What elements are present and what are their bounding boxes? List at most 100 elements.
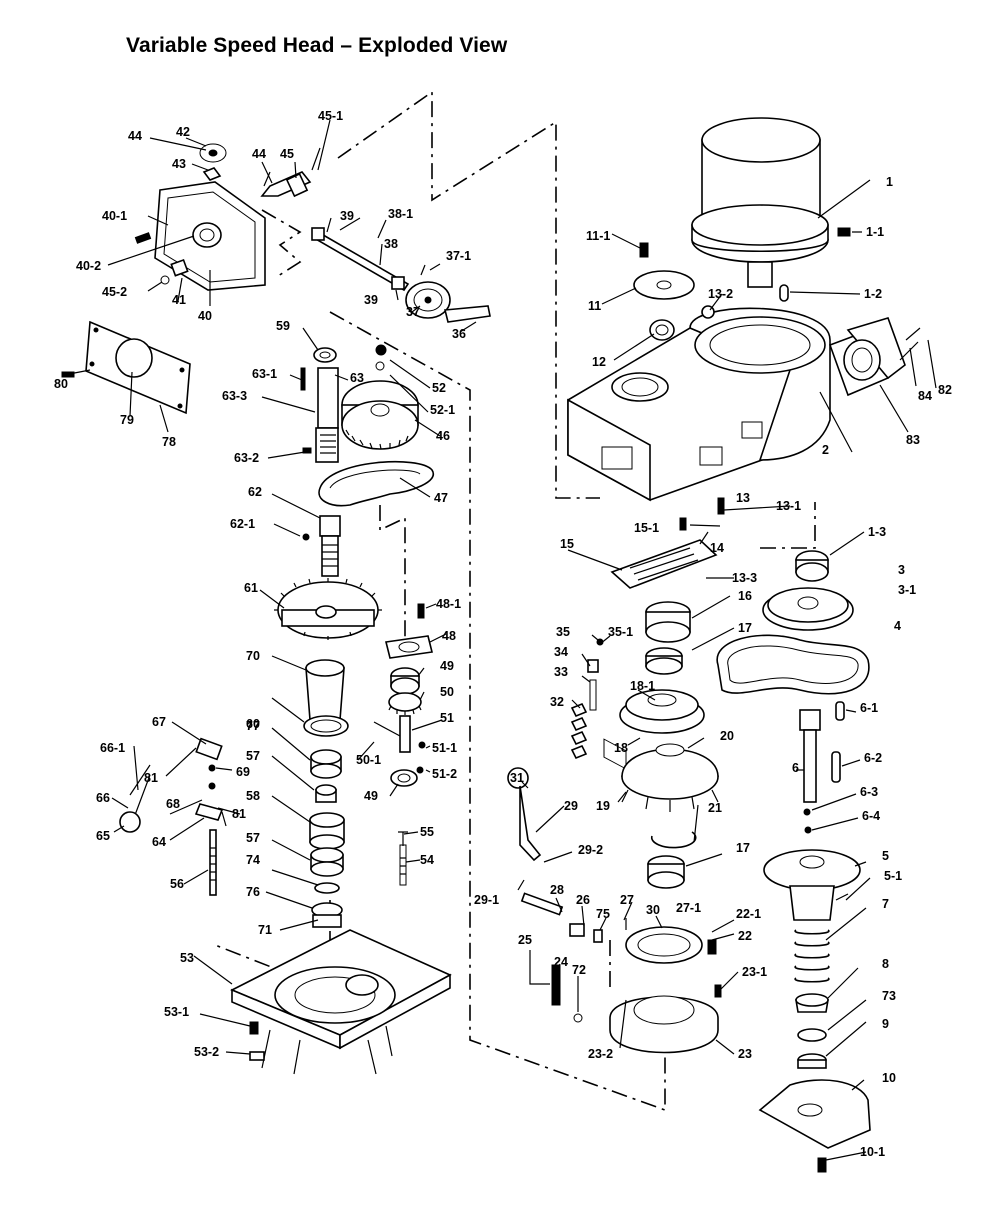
label-6: 6 (792, 761, 799, 775)
label-34: 34 (554, 645, 568, 659)
label-48-1: 48-1 (436, 597, 461, 611)
label-29-1: 29-1 (474, 893, 499, 907)
label-75: 75 (596, 907, 610, 921)
label-48: 48 (442, 629, 456, 643)
label-33: 33 (554, 665, 568, 679)
label-46: 46 (436, 429, 450, 443)
label-62-1: 62-1 (230, 517, 255, 531)
label-50-1: 50-1 (356, 753, 381, 767)
junction-box-83 (828, 317, 921, 397)
label-53: 53 (180, 951, 194, 965)
label-37-1: 37-1 (446, 249, 471, 263)
middle-gear-column (373, 603, 433, 787)
label-62: 62 (248, 485, 262, 499)
label-4: 4 (894, 619, 901, 633)
lock-lever-parts (119, 737, 408, 896)
label-78: 78 (162, 435, 176, 449)
label-30: 30 (646, 903, 660, 917)
label-38-1: 38-1 (388, 207, 413, 221)
label-82: 82 (938, 383, 952, 397)
label-63-2: 63-2 (234, 451, 259, 465)
label-77: 77 (246, 719, 260, 733)
label-45-2: 45-2 (102, 285, 127, 299)
left-spindle-column (274, 344, 435, 928)
label-35: 35 (556, 625, 570, 639)
label-6-3: 6-3 (860, 785, 878, 799)
label-17b: 17 (736, 841, 750, 855)
label-13: 13 (736, 491, 750, 505)
label-63: 63 (350, 371, 364, 385)
label-18: 18 (614, 741, 628, 755)
label-71: 71 (258, 923, 272, 937)
label-9: 9 (882, 1017, 889, 1031)
cover-plate-78 (61, 320, 191, 415)
part-labels: 1 1-1 1-2 1-3 2 3 3-1 4 5 5-1 6 6-1 6-2 … (54, 109, 952, 1159)
label-5-1: 5-1 (884, 869, 902, 883)
label-69: 69 (236, 765, 250, 779)
label-60: 60 (246, 717, 260, 731)
label-54: 54 (420, 853, 434, 867)
label-61: 61 (244, 581, 258, 595)
label-40-2: 40-2 (76, 259, 101, 273)
speed-handle-parts (507, 638, 633, 1023)
label-29-2: 29-2 (578, 843, 603, 857)
label-22-1: 22-1 (736, 907, 761, 921)
label-44a: 44 (128, 129, 142, 143)
label-1-3: 1-3 (868, 525, 886, 539)
label-53-1: 53-1 (164, 1005, 189, 1019)
label-84: 84 (918, 389, 932, 403)
label-73: 73 (882, 989, 896, 1003)
label-64: 64 (152, 835, 166, 849)
label-10-1: 10-1 (860, 1145, 885, 1159)
label-21: 21 (708, 801, 722, 815)
label-49a: 49 (440, 659, 454, 673)
label-22: 22 (738, 929, 752, 943)
label-23: 23 (738, 1047, 752, 1061)
label-81a: 81 (144, 771, 158, 785)
label-57b: 57 (246, 831, 260, 845)
label-70: 70 (246, 649, 260, 663)
label-8: 8 (882, 957, 889, 971)
diagram-title: Variable Speed Head – Exploded View (126, 34, 508, 57)
label-58: 58 (246, 789, 260, 803)
label-40-1: 40-1 (102, 209, 127, 223)
label-15: 15 (560, 537, 574, 551)
top-cover-assembly (134, 143, 321, 291)
label-41: 41 (172, 293, 186, 307)
label-26: 26 (576, 893, 590, 907)
label-37: 37 (406, 305, 420, 319)
label-13-1: 13-1 (776, 499, 801, 513)
label-45: 45 (280, 147, 294, 161)
label-63-1: 63-1 (252, 367, 277, 381)
label-42: 42 (176, 125, 190, 139)
label-74: 74 (246, 853, 260, 867)
label-49b: 49 (364, 789, 378, 803)
label-50: 50 (440, 685, 454, 699)
label-44b: 44 (252, 147, 266, 161)
label-51-2: 51-2 (432, 767, 457, 781)
label-83: 83 (906, 433, 920, 447)
base-plate-53 (230, 929, 452, 1075)
label-11-1: 11-1 (586, 229, 610, 243)
label-40: 40 (198, 309, 212, 323)
brake-and-clutch-assembly (609, 497, 725, 1054)
label-7: 7 (882, 897, 889, 911)
label-19: 19 (596, 799, 610, 813)
label-27: 27 (620, 893, 634, 907)
variable-pulley-assembly (716, 550, 871, 1173)
label-56: 56 (170, 877, 184, 891)
label-20: 20 (720, 729, 734, 743)
label-66: 66 (96, 791, 110, 805)
label-17a: 17 (738, 621, 752, 635)
label-45-1: 45-1 (318, 109, 343, 123)
label-63-3: 63-3 (222, 389, 247, 403)
label-51-1: 51-1 (432, 741, 457, 755)
label-55: 55 (420, 825, 434, 839)
label-24: 24 (554, 955, 568, 969)
label-3: 3 (898, 563, 905, 577)
label-81b: 81 (232, 807, 246, 821)
label-65: 65 (96, 829, 110, 843)
label-53-2: 53-2 (194, 1045, 219, 1059)
leader-lines (63, 119, 937, 1161)
